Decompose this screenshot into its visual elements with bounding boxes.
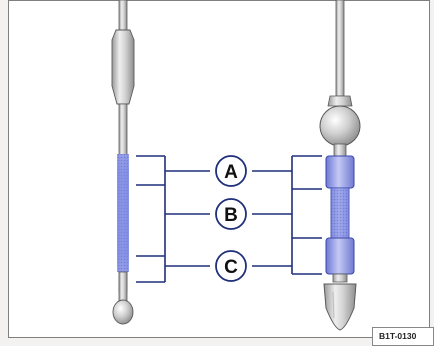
label-c-circle bbox=[215, 250, 247, 282]
leader-lines bbox=[136, 155, 322, 283]
label-a-circle bbox=[215, 155, 247, 187]
label-c: C bbox=[215, 250, 247, 282]
left-bulb bbox=[112, 299, 134, 325]
label-b-text: B bbox=[224, 205, 238, 226]
right-upper-collar bbox=[325, 155, 355, 189]
label-b: B bbox=[215, 198, 247, 230]
right-ball bbox=[319, 105, 361, 147]
label-a-text: A bbox=[224, 162, 238, 183]
right-tip bbox=[323, 283, 357, 331]
right-lower-collar bbox=[325, 237, 355, 275]
label-a: A bbox=[215, 155, 247, 187]
figure-code: B1T-0130 bbox=[372, 327, 434, 346]
label-b-circle bbox=[215, 198, 247, 230]
right-dipstick bbox=[319, 0, 361, 331]
label-c-text: C bbox=[224, 257, 238, 278]
left-dipstick bbox=[111, 0, 135, 325]
